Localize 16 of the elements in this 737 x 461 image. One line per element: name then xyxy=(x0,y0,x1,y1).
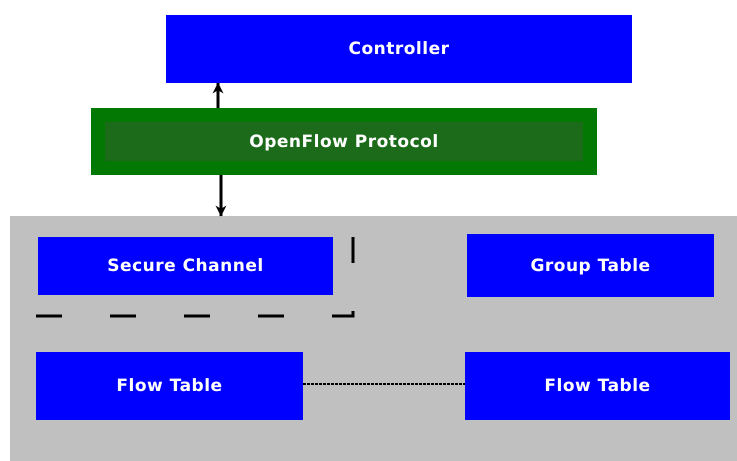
switch-panel xyxy=(10,216,737,461)
connector-line xyxy=(303,383,465,385)
process-box xyxy=(38,237,333,295)
process-box xyxy=(465,352,730,420)
node-label: Flow Table xyxy=(116,376,223,396)
protocol-box xyxy=(91,108,597,175)
node-label: Group Table xyxy=(530,256,651,276)
node-label: Secure Channel xyxy=(107,256,264,276)
node-label: Flow Table xyxy=(544,376,651,396)
arrow xyxy=(212,82,224,108)
process-box xyxy=(36,352,303,420)
process-box xyxy=(166,15,632,83)
node-label: Controller xyxy=(348,39,450,59)
process-box xyxy=(467,234,714,297)
arrow xyxy=(215,175,226,216)
node-label: OpenFlow Protocol xyxy=(249,132,439,152)
